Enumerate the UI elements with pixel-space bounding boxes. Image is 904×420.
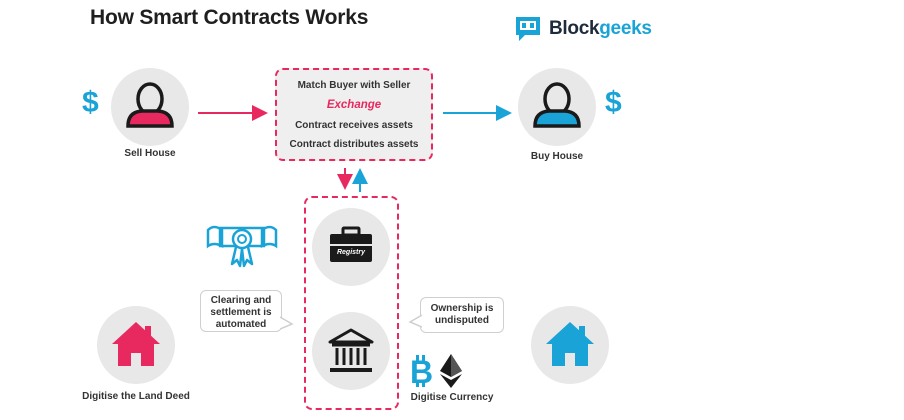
registry-label: Registry xyxy=(336,249,365,256)
briefcase-icon xyxy=(330,226,372,262)
person-icon xyxy=(126,82,174,128)
ownership-callout-tail xyxy=(408,314,422,328)
contract-line-receives: Contract receives assets xyxy=(295,120,413,131)
svg-text:B: B xyxy=(410,355,433,387)
ethereum-icon xyxy=(440,354,462,388)
smart-contract-box: Match Buyer with Seller Exchange Contrac… xyxy=(275,68,433,161)
brand-name-dark: Block xyxy=(549,18,600,39)
buyer-label: Buy House xyxy=(530,151,584,162)
contract-line-distributes: Contract distributes assets xyxy=(289,139,419,150)
house-icon xyxy=(112,322,160,366)
ownership-callout: Ownership is undisputed xyxy=(420,297,504,333)
brand-name-accent: geeks xyxy=(599,18,652,39)
bank-node xyxy=(312,312,390,390)
buyer-node xyxy=(518,68,596,146)
seller-node xyxy=(111,68,189,146)
bitcoin-icon: B xyxy=(410,355,433,387)
clearing-callout-tail xyxy=(280,316,294,330)
registry-node: Registry xyxy=(312,208,390,286)
page-title: How Smart Contracts Works xyxy=(90,6,369,29)
seller-label: Sell House xyxy=(124,148,176,159)
clearing-callout: Clearing and settlement is automated xyxy=(200,290,282,332)
buyer-house-node xyxy=(531,306,609,384)
person-icon xyxy=(533,82,581,128)
contract-line-exchange: Exchange xyxy=(326,99,382,111)
bank-building-icon xyxy=(328,328,374,372)
buyer-dollar-sign: $ xyxy=(605,86,622,119)
blockgeeks-logo-icon xyxy=(516,17,540,41)
contract-line-match: Match Buyer with Seller xyxy=(297,80,411,91)
seller-dollar-sign: $ xyxy=(82,86,99,119)
land-deed-node xyxy=(97,306,175,384)
certificate-ribbon-icon xyxy=(206,225,278,268)
land-deed-label: Digitise the Land Deed xyxy=(82,391,190,402)
brand-logo: Blockgeeks xyxy=(513,14,652,44)
currency-label: Digitise Currency xyxy=(410,392,494,403)
house-icon xyxy=(546,322,594,366)
registry-bank-box xyxy=(304,196,399,410)
